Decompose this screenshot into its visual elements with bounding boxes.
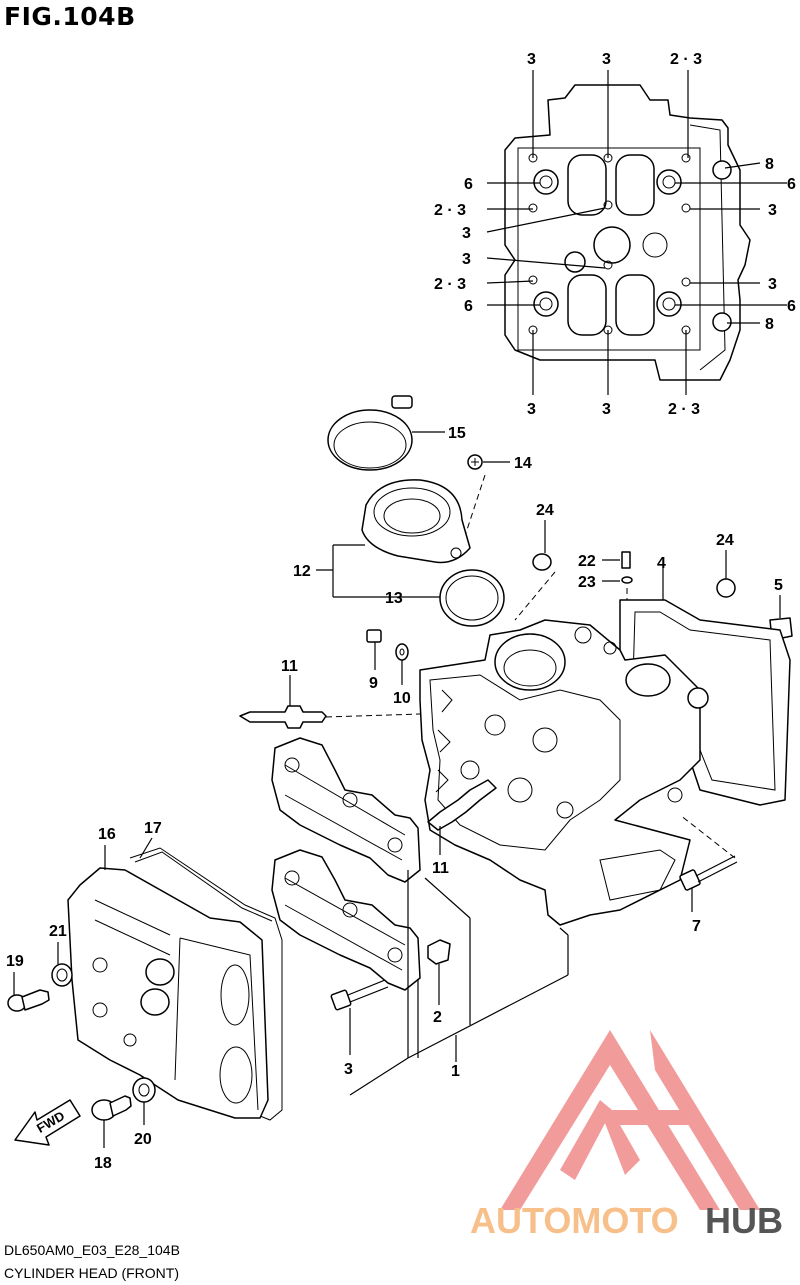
callout-3: 3 — [602, 51, 611, 68]
callout-22: 22 — [578, 553, 596, 570]
head-cover-gasket-17 — [129, 837, 283, 1121]
callout-24: 24 — [716, 532, 734, 549]
callout-3: 3 — [462, 225, 471, 242]
bolt-9 — [366, 629, 382, 670]
dowel-2 — [427, 939, 451, 1005]
callout-21: 21 — [49, 923, 67, 940]
callout-3: 3 — [602, 401, 611, 418]
callout-2: 2 — [433, 1009, 442, 1026]
callout-8: 8 — [765, 316, 774, 333]
cylinder-head-top-view — [504, 84, 751, 381]
intake-clamp-15 — [327, 395, 445, 471]
callout-2-3: 2 · 3 — [668, 401, 700, 418]
callout-2-3: 2 · 3 — [670, 51, 702, 68]
camshaft-holder-upper — [271, 737, 421, 883]
diagram-caption: CYLINDER HEAD (FRONT) — [4, 1265, 180, 1281]
model-code: DL650AM0_E03_E28_104B — [4, 1242, 180, 1258]
callout-23: 23 — [578, 574, 596, 591]
callout-9: 9 — [369, 675, 378, 692]
callout-3: 3 — [527, 401, 536, 418]
callout-labels: 3 3 2 · 3 8 6 6 2 · 3 3 3 3 2 · 3 3 6 6 … — [6, 51, 796, 1172]
bolt-7 — [679, 814, 738, 912]
bolt-3 — [330, 979, 389, 1055]
callout-5: 5 — [774, 577, 783, 594]
callout-11: 11 — [432, 860, 449, 877]
watermark-word-hub: HUB — [705, 1200, 783, 1241]
grommet-21 — [51, 942, 73, 987]
callout-6: 6 — [464, 298, 473, 315]
callout-6: 6 — [464, 176, 473, 193]
callout-15: 15 — [448, 425, 466, 442]
callout-6: 6 — [787, 176, 796, 193]
intake-pipe-12 — [316, 479, 471, 597]
watermark-logo — [500, 1030, 760, 1210]
spark-plug-11-inserted — [427, 779, 497, 855]
callout-19: 19 — [6, 953, 24, 970]
washer-10 — [395, 643, 409, 685]
head-cover-16 — [67, 845, 269, 1119]
callout-2-3: 2 · 3 — [434, 202, 466, 219]
callout-17: 17 — [144, 820, 162, 837]
callout-3: 3 — [768, 276, 777, 293]
fwd-arrow-icon: FWD — [14, 1099, 81, 1146]
callout-14: 14 — [514, 455, 532, 472]
callout-10: 10 — [393, 690, 411, 707]
callout-3: 3 — [344, 1061, 353, 1078]
cap-24-left — [514, 520, 556, 621]
cap-24-right — [716, 550, 736, 598]
callout-1: 1 — [451, 1063, 460, 1080]
callout-20: 20 — [134, 1131, 152, 1148]
callout-6: 6 — [787, 298, 796, 315]
spark-plug-11-left — [239, 675, 421, 729]
watermark-word-auto: AUTOMOTO — [470, 1200, 679, 1241]
callout-3: 3 — [527, 51, 536, 68]
callout-12: 12 — [293, 563, 311, 580]
callout-3: 3 — [462, 251, 471, 268]
callout-13: 13 — [385, 590, 403, 607]
callout-2-3: 2 · 3 — [434, 276, 466, 293]
grommet-20 — [132, 1077, 156, 1125]
top-view-leaders — [486, 70, 787, 395]
callout-3: 3 — [768, 202, 777, 219]
oring-13 — [333, 569, 505, 627]
camshaft-holder-lower — [271, 849, 421, 991]
screw-14 — [461, 454, 510, 546]
figure-title: FIG.104B — [4, 2, 136, 31]
cylinder-head-1 — [419, 619, 709, 926]
callout-8: 8 — [765, 156, 774, 173]
callout-24: 24 — [536, 502, 554, 519]
bolt-18 — [91, 1095, 132, 1148]
callout-11: 11 — [281, 658, 298, 675]
callout-4: 4 — [657, 555, 666, 572]
callout-7: 7 — [692, 918, 701, 935]
bolt-19 — [7, 972, 50, 1012]
callout-18: 18 — [94, 1155, 112, 1172]
callout-16: 16 — [98, 826, 116, 843]
assembly-bracket — [349, 870, 569, 1096]
